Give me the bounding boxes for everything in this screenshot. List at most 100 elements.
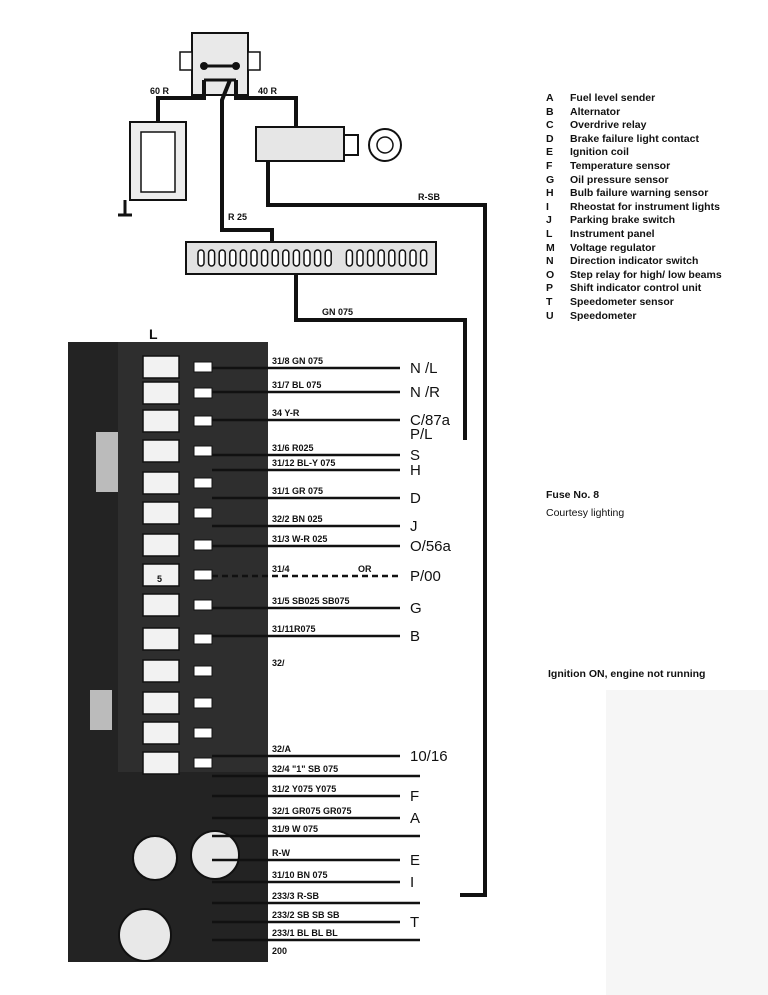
panel-terminal	[193, 665, 213, 677]
legend-description: Speedometer sensor	[570, 295, 674, 308]
panel-terminal	[193, 539, 213, 551]
panel-lamp	[142, 501, 180, 525]
legend-code: J	[546, 214, 552, 227]
fuse-slot	[419, 249, 428, 267]
panel-lamp	[142, 471, 180, 495]
legend-description: Speedometer	[570, 309, 637, 322]
panel-terminal	[193, 361, 213, 373]
panel-wire-label: 32/	[272, 658, 285, 668]
legend-row: T Speedometer sensor	[546, 296, 756, 310]
fuse-slot	[388, 249, 396, 267]
fuse-desc: Courtesy lighting	[546, 507, 625, 519]
fuse-slot	[282, 249, 290, 267]
starter-motor	[255, 126, 402, 162]
panel-lamp	[142, 593, 180, 617]
panel-terminal	[193, 507, 213, 519]
fuse-note: Fuse No. 8 Courtesy lighting	[546, 489, 624, 519]
fuse-slot	[218, 249, 226, 267]
legend-row: B Alternator	[546, 106, 756, 120]
wire-label-40r: 40 R	[258, 86, 278, 96]
fuse-slot	[197, 249, 205, 267]
legend-row: A Fuel level sender	[546, 92, 756, 106]
scan-background	[606, 690, 768, 995]
panel-wire-label: 31/10 BN 075	[272, 870, 328, 880]
fuse-title: Fuse No. 8	[546, 489, 600, 501]
power-wires	[156, 79, 487, 897]
panel-wire-destination: O/56a	[410, 538, 452, 555]
panel-wire-destination: T	[410, 914, 419, 931]
legend-description: Parking brake switch	[570, 214, 676, 227]
legend-code: P	[546, 282, 554, 295]
legend-description: Oil pressure sensor	[570, 173, 669, 186]
legend-row: N Direction indicator switch	[546, 255, 756, 269]
panel-wire-destination: D	[410, 490, 421, 507]
legend-row: M Voltage regulator	[546, 242, 756, 256]
wire-label-r25: R 25	[228, 212, 247, 222]
legend-code: A	[546, 92, 554, 104]
legend-row: P Shift indicator control unit	[546, 282, 756, 296]
legend-code: I	[546, 200, 549, 213]
legend-description: Voltage regulator	[570, 241, 656, 254]
legend-code: M	[546, 241, 555, 254]
legend-description: Instrument panel	[570, 227, 655, 240]
ignition-switch-connector	[179, 32, 261, 96]
panel-wire-label: 233/1 BL BL BL	[272, 928, 338, 938]
panel-terminal	[193, 697, 213, 709]
legend-code: H	[546, 187, 554, 200]
panel-terminal	[193, 727, 213, 739]
legend-row: J Parking brake switch	[546, 214, 756, 228]
fuse-slot	[377, 249, 385, 267]
panel-wire-destination: J	[410, 518, 418, 535]
panel-wire-destination: F	[410, 788, 419, 805]
legend-code: B	[546, 105, 554, 118]
fuse-box	[185, 241, 437, 275]
panel-lamp	[142, 439, 180, 463]
panel-wire-label: 32/1 GR075 GR075	[272, 806, 352, 816]
panel-wire-destination: N /L	[410, 360, 438, 377]
fuse-slot	[271, 249, 279, 267]
panel-wire-label: 31/9 W 075	[272, 824, 318, 834]
legend-code: F	[546, 159, 553, 172]
panel-wire-label: 31/4	[272, 564, 290, 574]
panel-wire-label: 31/1 GR 075	[272, 486, 323, 496]
panel-terminal	[193, 569, 213, 581]
panel-wire-label: 31/2 Y075 Y075	[272, 784, 336, 794]
panel-wire-label: 200	[272, 946, 287, 956]
legend-description: Rheostat for instrument lights	[570, 200, 720, 213]
panel-terminal	[193, 387, 213, 399]
legend-description: Alternator	[570, 105, 621, 118]
fuse-slot	[345, 249, 354, 267]
panel-wire-label: R-W	[272, 848, 290, 858]
legend-code: T	[546, 295, 553, 308]
panel-wire-destination: C/87a	[410, 412, 451, 429]
fuse-slot	[356, 249, 364, 267]
panel-wire-label: 233/3 R-SB	[272, 891, 320, 901]
legend-description: Ignition coil	[570, 146, 629, 159]
panel-lamp	[142, 409, 180, 433]
legend-code: N	[546, 255, 554, 268]
panel-wire-label: 31/3 W-R 025	[272, 534, 327, 544]
legend-code: G	[546, 173, 555, 186]
wire-label-gn075: GN 075	[322, 307, 353, 317]
fuse-slot	[409, 249, 417, 267]
panel-lamp	[142, 751, 180, 775]
panel-lamp	[142, 355, 180, 379]
panel-wire-label: 32/A	[272, 744, 292, 754]
panel-wire-destination: S	[410, 447, 420, 464]
legend-description: Brake failure light contact	[570, 132, 699, 145]
panel-wire-destination: P/00	[410, 568, 441, 585]
fuse-slot	[313, 249, 322, 267]
panel-label: L	[149, 326, 158, 342]
panel-wire-destination: E	[410, 852, 420, 869]
panel-wire-destination: A	[410, 810, 420, 827]
fuse-slot	[292, 249, 301, 267]
legend-description: Shift indicator control unit	[570, 282, 702, 295]
panel-wire-label: 31/12 BL-Y 075	[272, 458, 335, 468]
legend-description: Direction indicator switch	[570, 255, 699, 268]
panel-lamp	[142, 627, 180, 651]
legend-description: Fuel level sender	[570, 92, 656, 104]
